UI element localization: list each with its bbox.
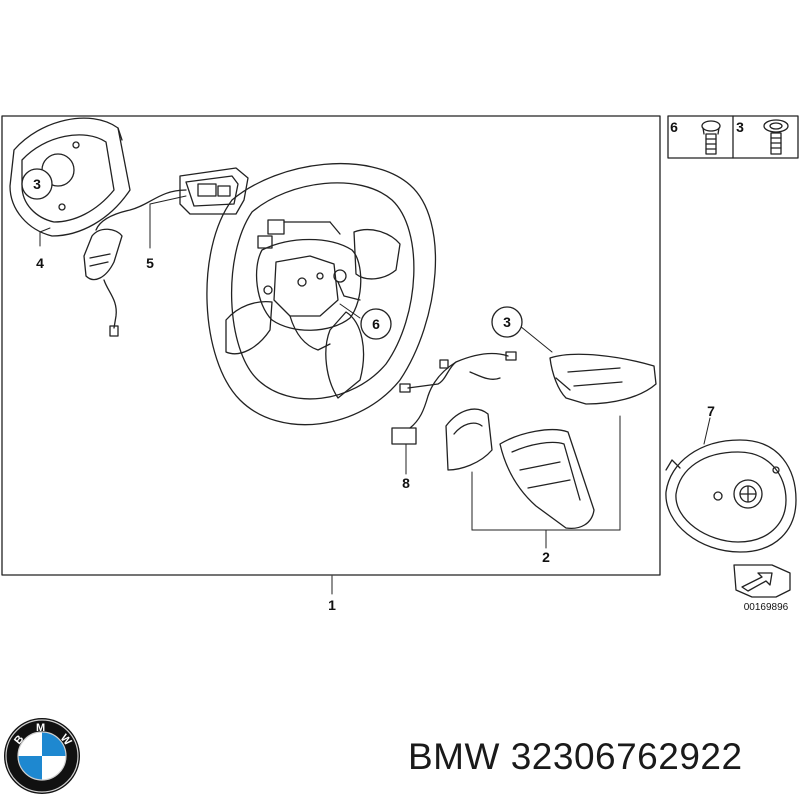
callout-4: 4 [36,255,44,271]
harness-part-8 [391,351,517,445]
screw-part-3 [763,119,789,155]
callout-7: 7 [707,403,715,419]
callout-5: 5 [146,255,154,271]
leader-lines [39,195,711,595]
module-part-5 [83,167,249,337]
callout-6-hardware: 6 [670,119,678,135]
diagram-number: 00169896 [744,602,789,613]
direction-arrow-icon [733,564,791,598]
column-shroud-part-4 [9,117,131,237]
switch-cover-part-2 [445,353,657,530]
screw-part-6 [701,120,721,155]
callout-circle-3-right [491,306,523,338]
callout-1: 1 [328,597,336,613]
callout-3-hardware: 3 [736,119,744,135]
part-number: 32306762922 [510,736,743,777]
callout-8: 8 [402,475,410,491]
callout-3-right: 3 [503,314,511,330]
callout-2: 2 [542,549,550,565]
callout-circle-6-wheel [360,308,392,340]
bmw-logo: B M W [4,718,80,794]
airbag-part-7 [665,439,797,553]
main-frame [1,115,661,576]
callout-3-left: 3 [33,176,41,192]
callout-6-wheel: 6 [372,316,380,332]
brand-name: BMW [408,736,500,777]
steering-wheel-part-1 [206,162,437,426]
brand-part-number-line: BMW 32306762922 [408,736,743,778]
bmw-logo-m: M [36,722,45,734]
callout-circle-3-left [21,168,53,200]
